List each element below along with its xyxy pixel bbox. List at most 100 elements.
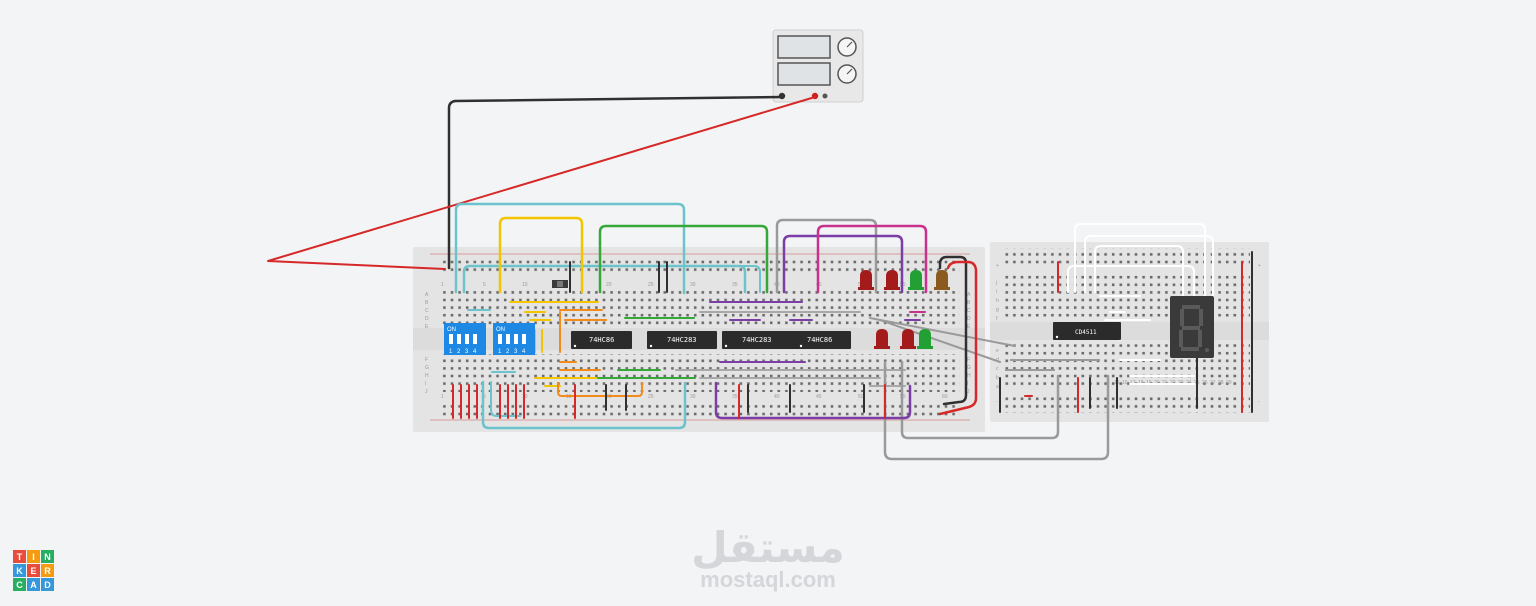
aux-row-letters: j i h g f e d c b a	[995, 280, 999, 390]
row-letters-left: A B C D E F G H I J	[425, 292, 429, 395]
svg-text:i: i	[996, 289, 997, 295]
svg-text:J: J	[967, 389, 970, 395]
svg-text:A: A	[425, 292, 429, 298]
dip-switch-a[interactable]: ON 1 2 3 4	[444, 323, 486, 355]
svg-text:29: 29	[1226, 380, 1232, 386]
svg-text:E: E	[425, 324, 429, 330]
svg-text:35: 35	[732, 394, 738, 400]
row-letters-right: A B C D E F G H I J	[967, 292, 971, 395]
svg-text:3: 3	[465, 349, 469, 355]
svg-text:27: 27	[1210, 380, 1216, 386]
logo-letter: I	[32, 552, 35, 562]
logo-tile-5: E	[27, 564, 40, 577]
svg-text:CD4511: CD4511	[1075, 329, 1097, 336]
svg-text:4: 4	[522, 349, 526, 355]
svg-text:g: g	[996, 307, 999, 313]
svg-text:25: 25	[648, 282, 654, 288]
logo-letter: K	[16, 566, 23, 576]
svg-text:D: D	[425, 316, 429, 322]
svg-text:35: 35	[732, 282, 738, 288]
svg-text:b: b	[996, 375, 999, 381]
logo-letter: N	[44, 552, 51, 562]
logo-tile-6: R	[41, 564, 54, 577]
logo-tile-1: T	[13, 550, 26, 563]
logo-letter: C	[16, 580, 23, 590]
dip-b-switch-3	[514, 334, 518, 344]
chip-u3-74hc283[interactable]: 74HC283	[722, 331, 802, 349]
svg-text:B: B	[967, 300, 971, 306]
svg-text:1: 1	[441, 282, 444, 288]
svg-text:60: 60	[942, 394, 948, 400]
ground-lead-wire	[447, 95, 784, 270]
svg-text:74HC283: 74HC283	[742, 336, 772, 344]
logo-tile-9: D	[41, 578, 54, 591]
svg-text:J: J	[425, 389, 428, 395]
top-power-rail-2	[440, 265, 960, 274]
svg-text:a: a	[996, 384, 999, 390]
svg-text:G: G	[967, 365, 971, 371]
dip-b-switch-2	[506, 334, 510, 344]
svg-text:28: 28	[1218, 380, 1224, 386]
led-red-2	[884, 270, 900, 290]
led-red-4	[900, 329, 916, 349]
svg-text:F: F	[967, 357, 970, 363]
svg-text:50: 50	[858, 394, 864, 400]
svg-text:25: 25	[648, 394, 654, 400]
svg-text:H: H	[425, 373, 429, 379]
dip-a-switch-3	[465, 334, 469, 344]
chip-u1-74hc86[interactable]: 74HC86	[571, 331, 632, 349]
positive-lead-wire	[267, 96, 816, 270]
svg-text:h: h	[996, 298, 999, 304]
logo-letter: D	[44, 580, 51, 590]
svg-text:30: 30	[690, 282, 696, 288]
svg-text:26: 26	[1202, 380, 1208, 386]
svg-text:74HC283: 74HC283	[667, 336, 697, 344]
svg-text:16: 16	[1122, 380, 1128, 386]
dip-switch-b[interactable]: ON 1 2 3 4	[493, 323, 535, 355]
svg-text:F: F	[425, 357, 428, 363]
decoder-wires[interactable]	[1067, 223, 1214, 385]
svg-text:f: f	[996, 316, 998, 322]
svg-text:20: 20	[606, 282, 612, 288]
svg-text:d: d	[996, 357, 999, 363]
led-green-2	[917, 329, 933, 349]
logo-tile-8: A	[27, 578, 40, 591]
svg-text:5: 5	[483, 394, 486, 400]
chip-cd4511-decoder[interactable]: CD4511	[1053, 322, 1121, 340]
svg-text:74HC86: 74HC86	[807, 336, 832, 344]
chip-u2-74hc283[interactable]: 74HC283	[647, 331, 717, 349]
svg-text:mostaql.com: mostaql.com	[700, 567, 836, 592]
led-green-1	[908, 270, 924, 290]
svg-text:-: -	[996, 399, 998, 405]
svg-text:3: 3	[514, 349, 518, 355]
svg-text:+: +	[996, 263, 999, 269]
power-wires[interactable]	[267, 95, 816, 270]
svg-text:5: 5	[483, 282, 486, 288]
logo-letter: T	[17, 552, 23, 562]
chip-u4-74hc86[interactable]: 74HC86	[797, 331, 851, 349]
svg-text:e: e	[996, 348, 999, 354]
decoder-breadboard: + + - - j i h g f e d c b a 15 16 17 18 …	[990, 242, 1269, 422]
voltage-display	[777, 35, 831, 59]
svg-text:H: H	[967, 373, 971, 379]
svg-text:2: 2	[457, 349, 461, 355]
svg-text:I: I	[425, 381, 426, 387]
slide-switch[interactable]	[552, 280, 568, 288]
svg-text:c: c	[996, 366, 999, 372]
seven-segment-display[interactable]	[1170, 296, 1214, 358]
logo-tile-4: K	[13, 564, 26, 577]
led-red-1	[858, 270, 874, 290]
watermark: مستقل mostaql.com	[691, 523, 845, 592]
top-power-rail-1	[440, 257, 960, 266]
power-supply[interactable]	[772, 29, 864, 103]
svg-text:74HC86: 74HC86	[589, 336, 614, 344]
bottom-power-rail-1	[440, 401, 960, 410]
svg-text:1: 1	[498, 349, 502, 355]
svg-text:10: 10	[522, 282, 528, 288]
logo-letter: E	[30, 566, 36, 576]
svg-text:4: 4	[473, 349, 477, 355]
svg-text:1: 1	[441, 394, 444, 400]
led-brown-1	[934, 270, 950, 290]
